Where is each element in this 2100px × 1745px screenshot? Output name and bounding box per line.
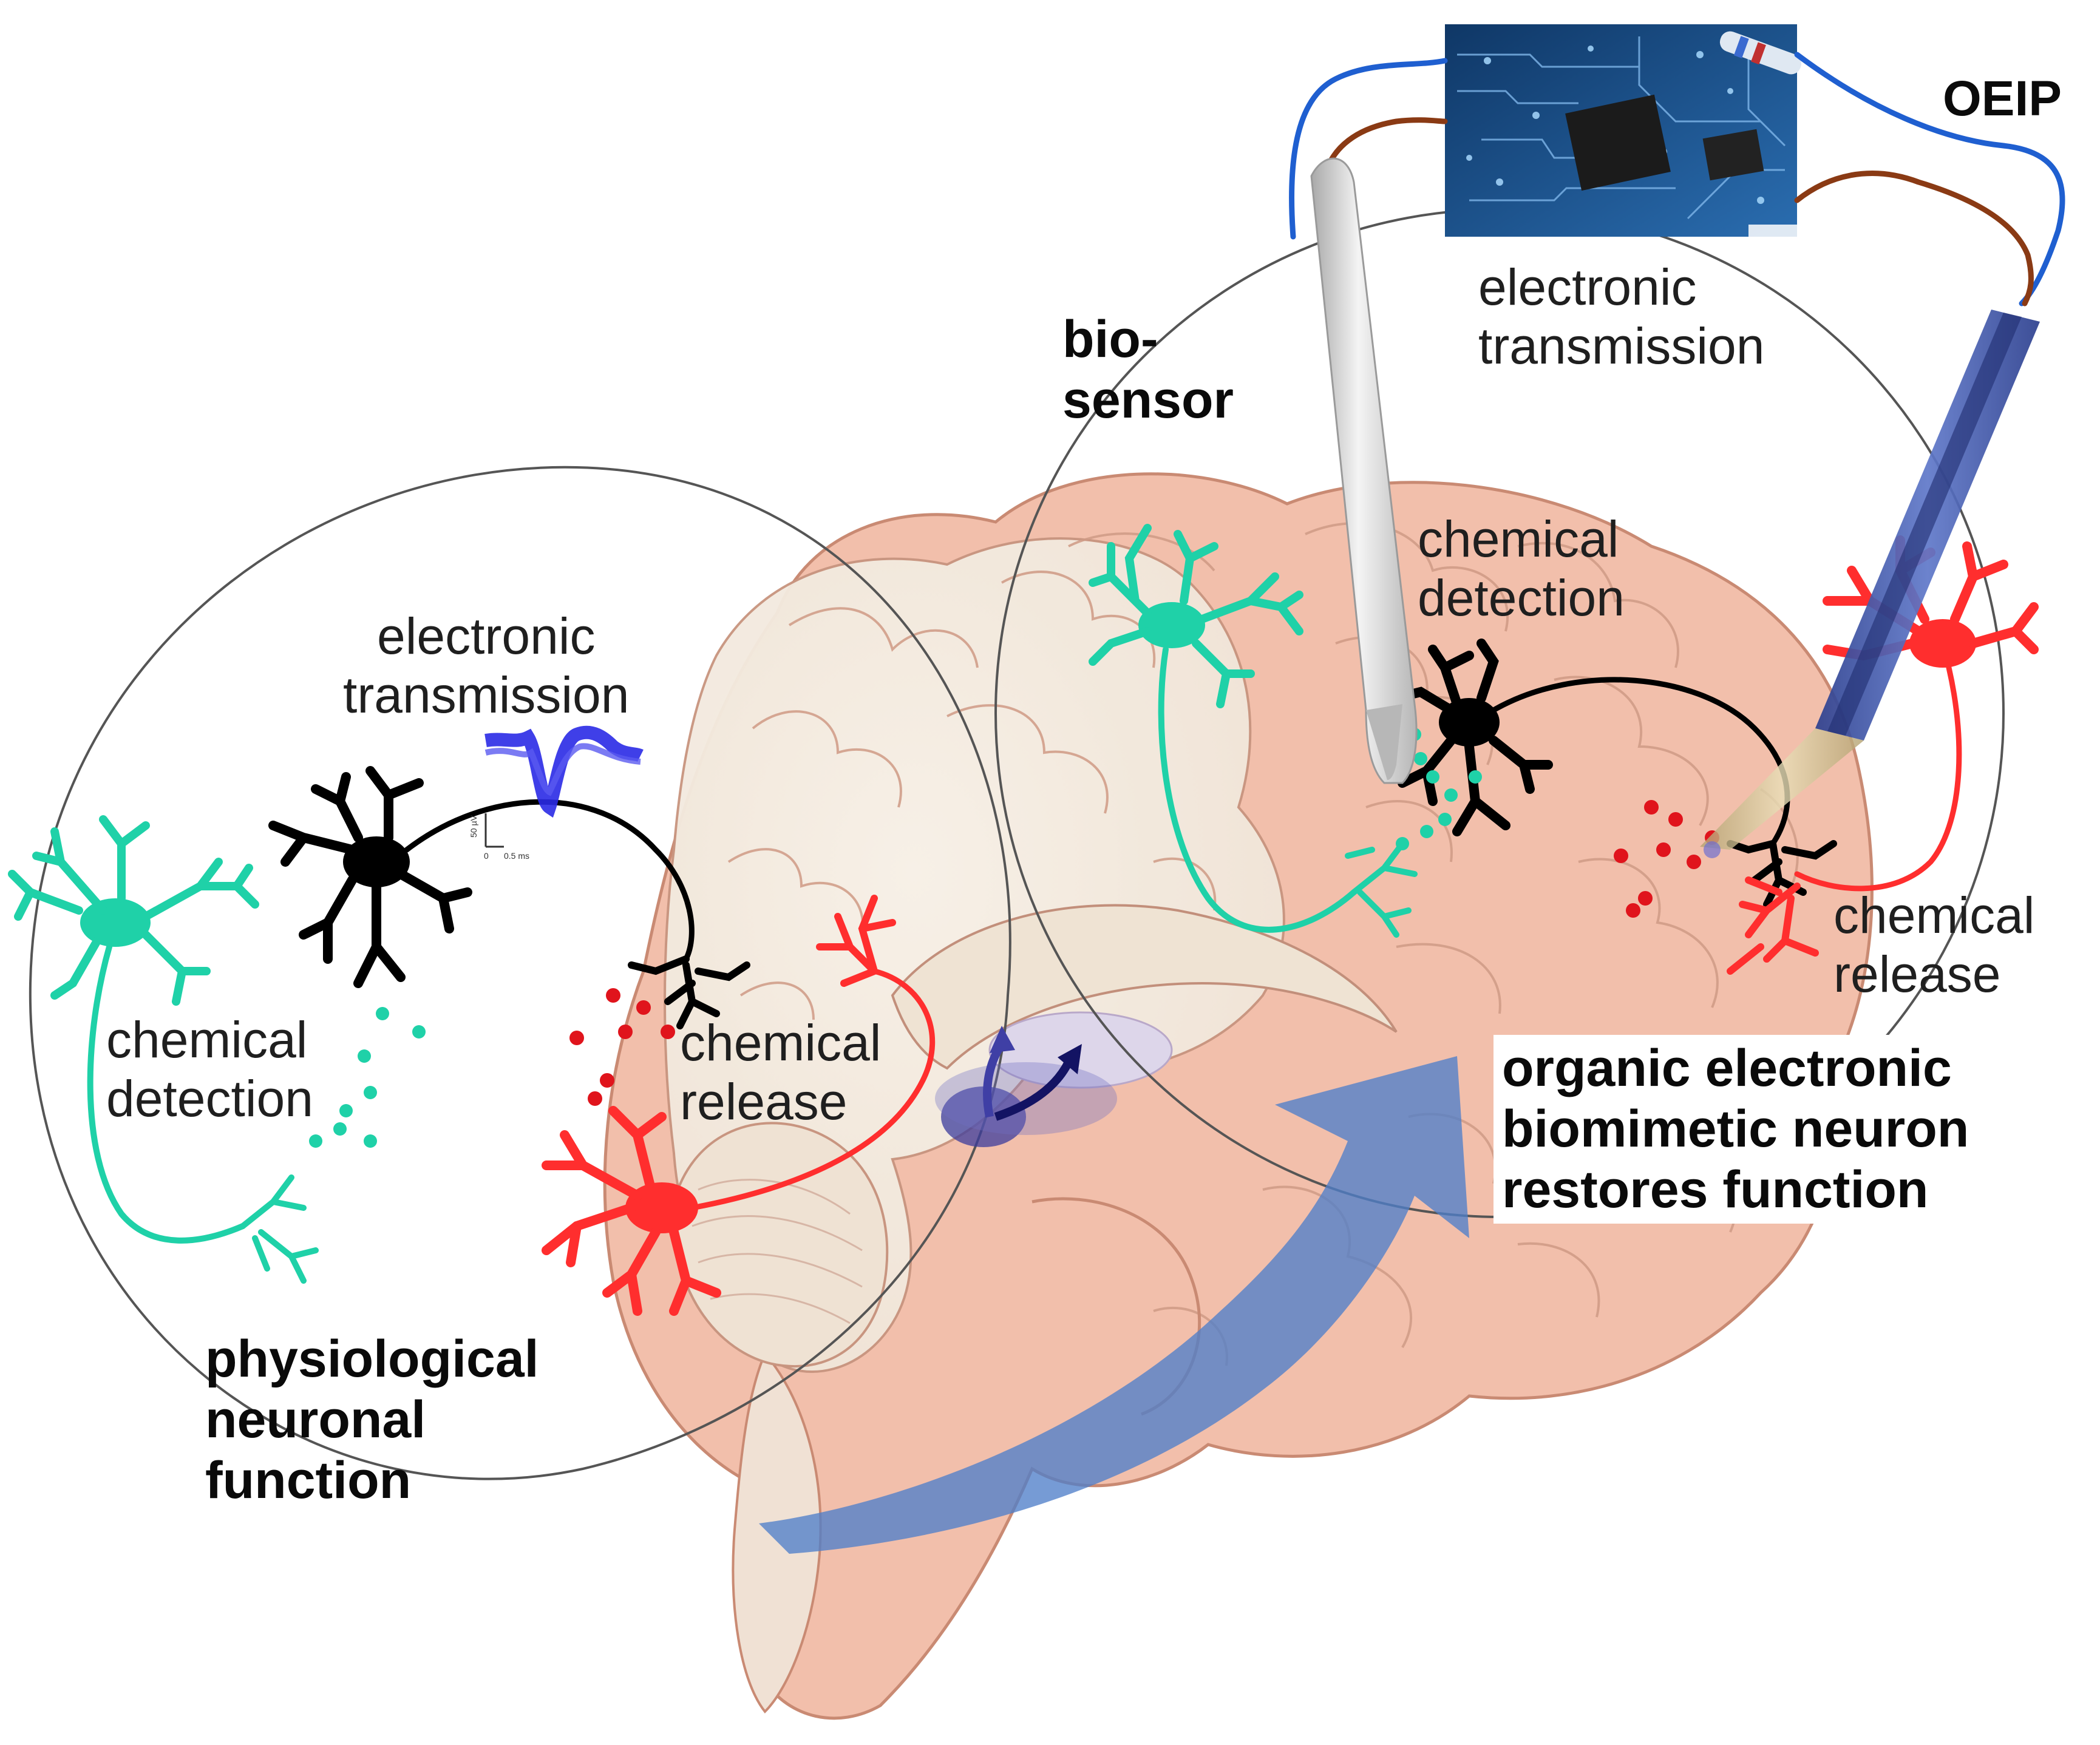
right-release-dots [1614,800,1719,918]
label-line: biomimetic neuron [1502,1099,1969,1158]
right-detection-dots [1396,728,1482,850]
label-line: detection [1418,569,1625,627]
label-line: physiological [205,1330,539,1388]
scale-voltage-label: 50 µV [469,815,478,838]
right-electronic-transmission-label: electronic transmission [1478,258,1764,376]
oeip-label: OEIP [1943,71,2062,126]
label-line: chemical [1418,510,1619,568]
circuit-board-photo [1445,24,1802,237]
scale-origin-label: 0 [484,851,489,861]
label-line: function [205,1451,412,1510]
deep-signal-inset [935,1026,1117,1147]
left-chemical-detection-label: chemical detection [106,1011,313,1129]
physiological-function-label: physiological neuronal function [205,1329,539,1511]
curved-flow-arrow [759,1056,1469,1554]
spike-waveform [483,722,644,818]
scale-time-label: 0.5 ms [504,851,529,861]
left-context-circle [29,466,1011,1480]
label-line: release [680,1073,848,1131]
left-transmission-neuron [268,766,750,1029]
biosensor-label: bio- sensor [1062,310,1234,431]
label-line: chemical [1833,887,2035,944]
oeip-tube [1700,310,2040,858]
left-detection-dots [309,1007,426,1148]
left-chemical-release-label: chemical release [680,1014,881,1132]
label-line: sensor [1062,370,1234,429]
left-release-neuron [542,895,936,1316]
scale-bar: 50 µV 0 0.5 ms [469,813,529,861]
label-line: transmission [343,666,630,724]
organic-neuron-label: organic electronic biomimetic neuron res… [1493,1035,1978,1224]
right-release-neuron [1727,535,2039,975]
left-release-dots [569,988,675,1106]
label-line: neuronal [205,1390,426,1449]
right-chemical-detection-label: chemical detection [1418,510,1625,628]
cerebellum [672,1122,889,1368]
label-line: electronic [376,608,596,665]
corpus-callosum [891,904,1398,1070]
label-line: restores function [1502,1160,1929,1219]
right-transmission-neuron [1392,639,1837,908]
cerebellum-folia [692,1179,863,1324]
label-line: chemical [106,1011,308,1068]
label-line: bio- [1062,310,1158,368]
label-line: electronic [1478,259,1697,316]
right-detection-neuron [1089,524,1418,938]
label-line: organic electronic [1502,1039,1952,1097]
label-line: release [1833,946,2001,1003]
label-line: chemical [680,1014,882,1071]
biosensor-probe [1310,157,1418,784]
right-chemical-release-label: chemical release [1833,886,2034,1005]
left-electronic-transmission-label: electronic transmission [343,607,629,725]
label-line: detection [106,1070,313,1128]
left-detection-neuron [8,815,319,1284]
label-line: transmission [1478,317,1765,375]
